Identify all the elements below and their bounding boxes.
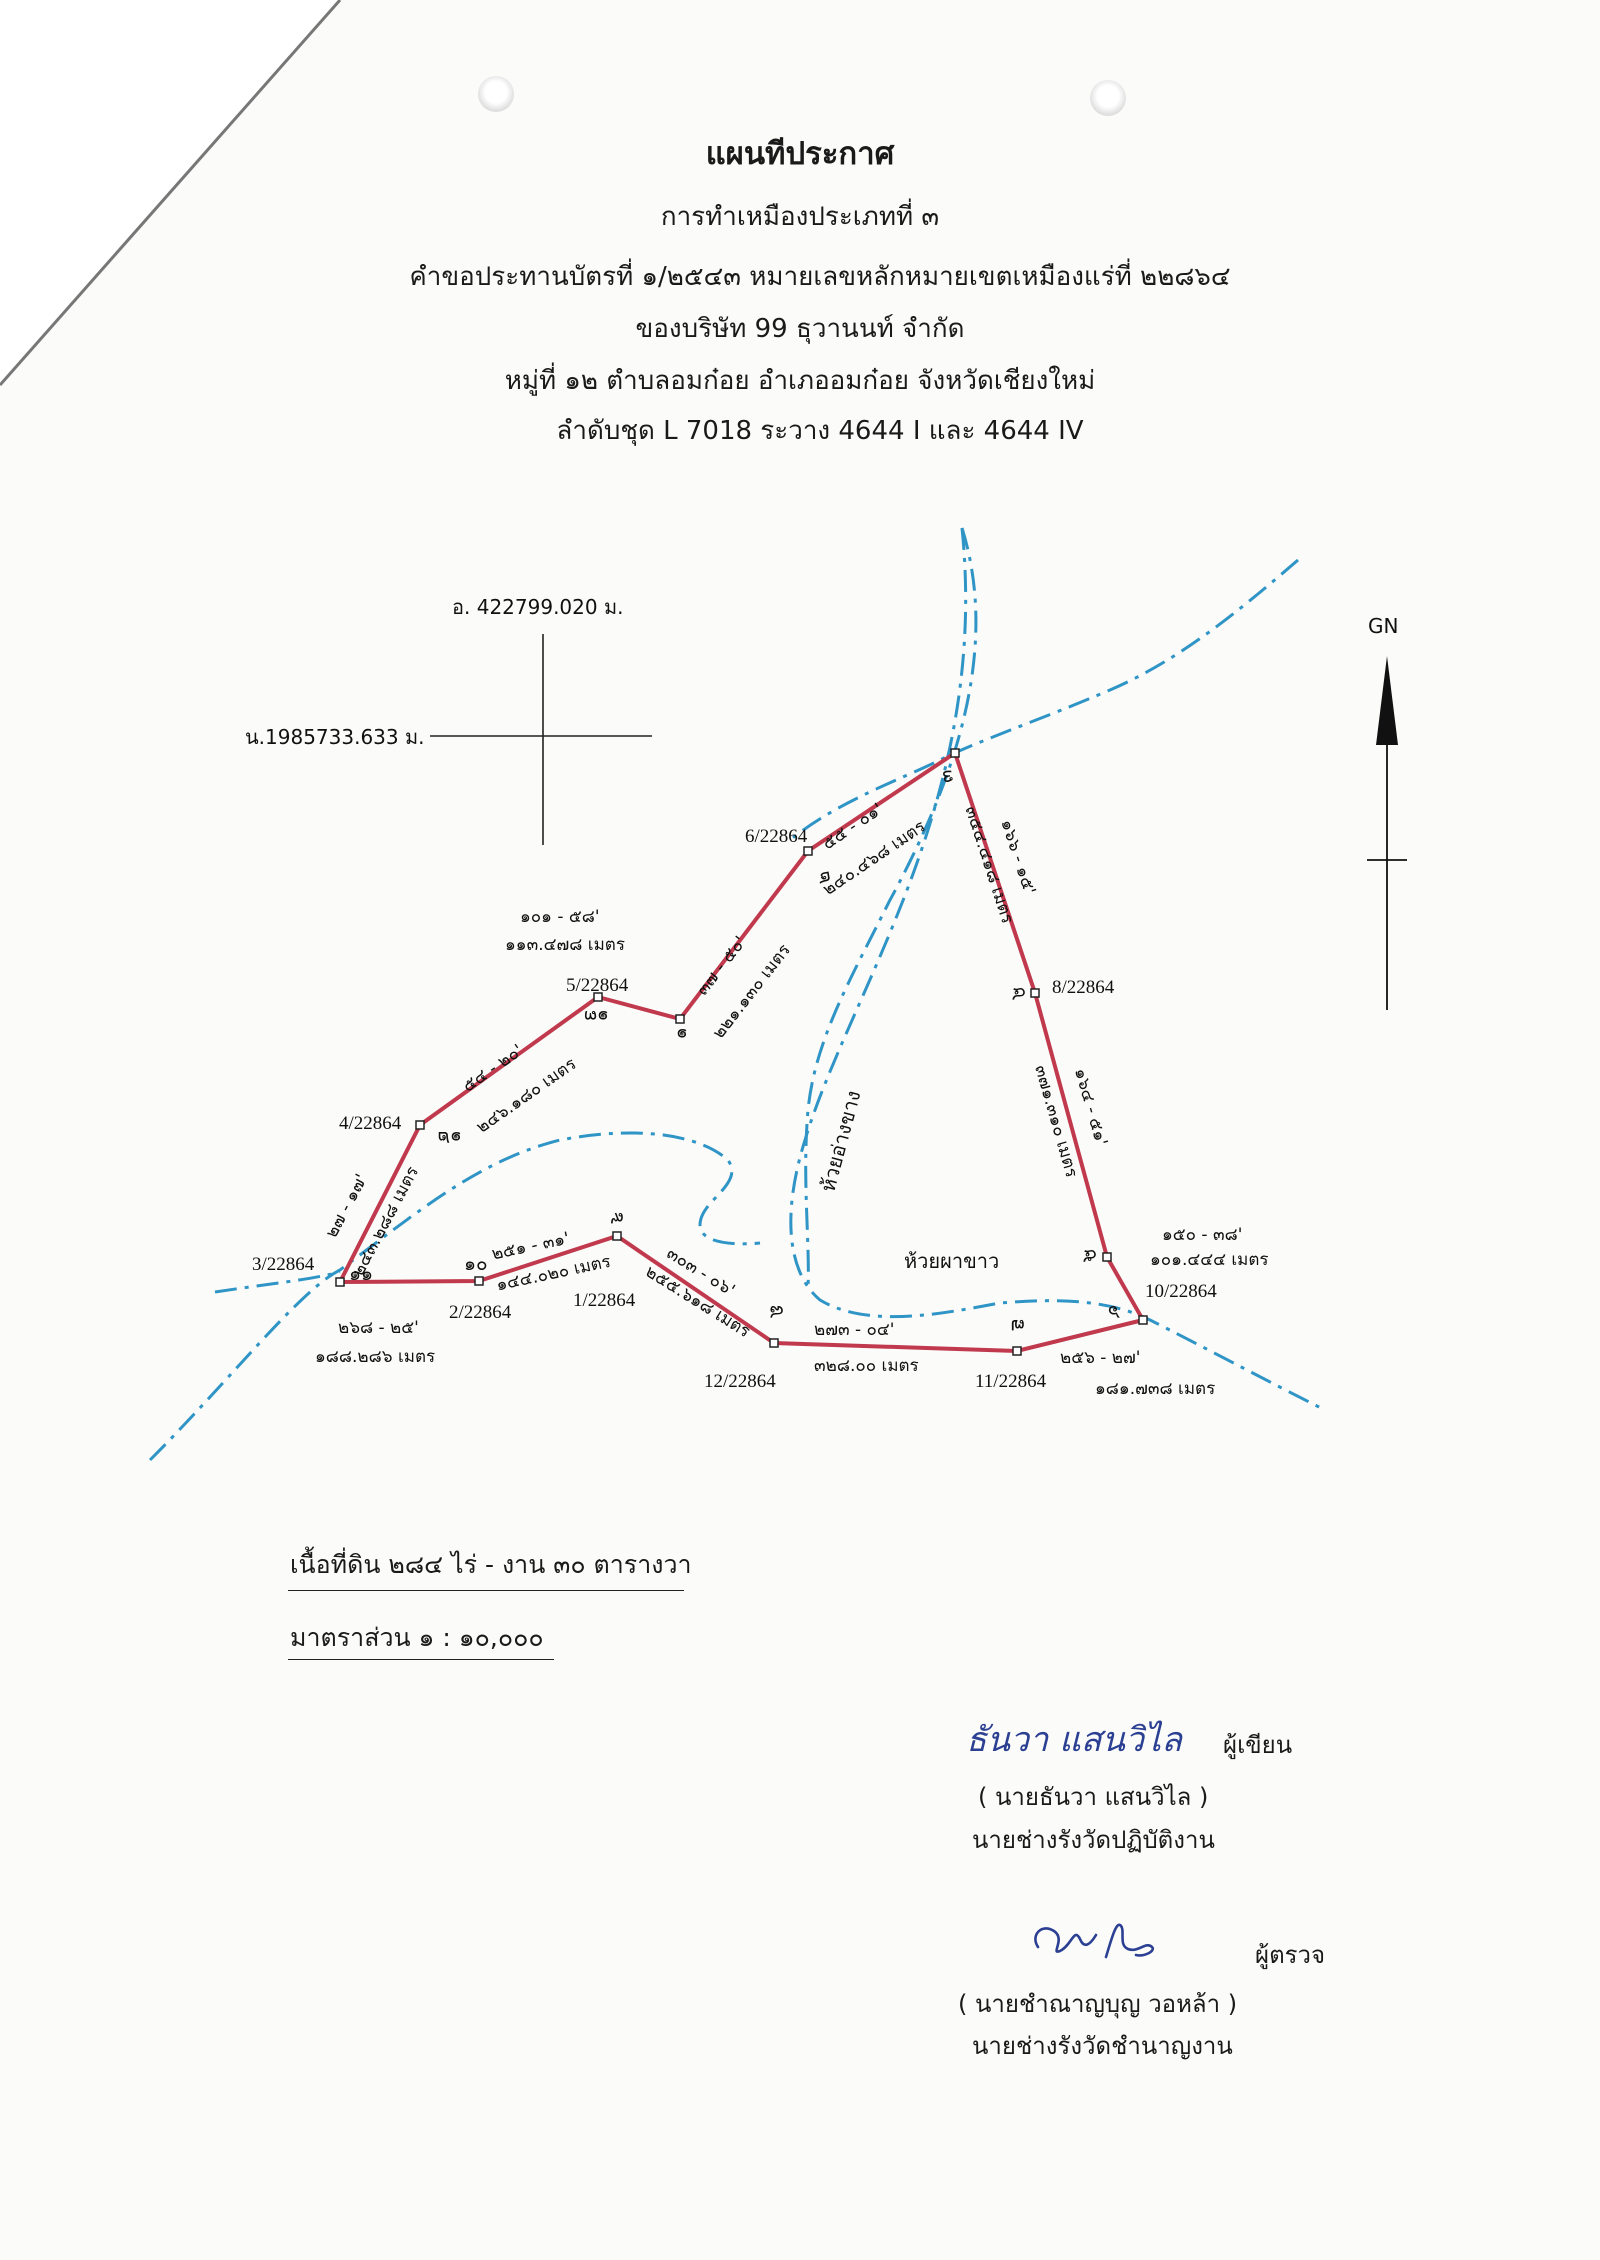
marker-label-8: 12/22864 <box>704 1371 776 1392</box>
segment-10-distance: ๑๘๘.๒๘๖ เมตร <box>315 1347 435 1367</box>
stream-northeast <box>789 558 1299 842</box>
point-1-marker <box>675 1014 685 1024</box>
point-number-10: ๑๐ <box>464 1254 488 1275</box>
segment-4-bearing: ๑๖๔ - ๕๑' <box>1070 1066 1111 1148</box>
concession-request-line: คำขอประทานบัตรที่ ๑/๒๕๔๓ หมายเลขหลักหมาย… <box>409 262 1231 292</box>
point-5-marker <box>1102 1252 1112 1262</box>
point-number-13: ๑๓ <box>584 1006 609 1027</box>
writer-position: นายช่างรังวัดปฏิบัติงาน <box>972 1826 1215 1854</box>
marker-label-2: 6/22864 <box>745 826 808 847</box>
marker-label-4: 8/22864 <box>1052 977 1115 998</box>
scale-underline <box>288 1659 554 1660</box>
point-11-marker <box>335 1277 345 1287</box>
reference-cross <box>430 634 652 845</box>
marker-label-13: 5/22864 <box>566 975 629 996</box>
segment-5-distance: ๑๐๑.๔๔๔ เมตร <box>1150 1250 1269 1270</box>
map-title: แผนทีประกาศ <box>705 136 895 172</box>
point-7-marker <box>1012 1346 1022 1356</box>
point-number-1: ๑ <box>676 1024 688 1045</box>
segment-5-bearing: ๑๕๐ - ๓๘' <box>1162 1225 1242 1245</box>
point-8-marker <box>769 1338 779 1348</box>
marker-label-12: 4/22864 <box>339 1113 402 1134</box>
point-number-9: ๙ <box>610 1208 624 1229</box>
point-4-marker <box>1030 988 1040 998</box>
point-number-4: ๔ <box>1012 983 1026 1004</box>
checker-signature <box>1034 1923 1155 1959</box>
north-label: GN <box>1368 614 1398 638</box>
checker-position: นายช่างรังวัดชำนาญงาน <box>972 2032 1233 2060</box>
mining-type-line: การทำเหมืองประเภทที่ ๓ <box>660 202 940 232</box>
punch-hole-right <box>1090 80 1126 116</box>
marker-label-11: 3/22864 <box>252 1254 315 1275</box>
segment-13-distance: ๑๑๓.๔๗๘ เมตร <box>505 935 625 955</box>
company-line: ของบริษัท 99 ธุวานนท์ จำกัด <box>635 314 965 344</box>
marker-label-7: 11/22864 <box>975 1371 1047 1392</box>
stream-label-huai-ang-khang: ห้วยอ่างขาง <box>815 1088 865 1194</box>
punch-hole-left <box>478 76 514 112</box>
boundary-polygon <box>336 749 1147 1354</box>
corner-points <box>335 748 1148 1356</box>
point-number-3: ๓ <box>935 768 958 784</box>
marker-label-10: 2/22864 <box>449 1302 512 1323</box>
writer-role: ผู้เขียน <box>1223 1731 1293 1759</box>
segment-7-distance: ๓๒๘.๐๐ เมตร <box>814 1356 919 1376</box>
checker-role: ผู้ตรวจ <box>1255 1941 1326 1969</box>
point-number-11: ๑๑ <box>349 1264 373 1285</box>
folded-corner <box>0 0 342 386</box>
point-number-2: ๒ <box>813 869 836 885</box>
point-6-marker <box>1138 1315 1148 1325</box>
segment-9-bearing: ๒๕๑ - ๓๑' <box>490 1229 571 1265</box>
point-number-8: ๘ <box>769 1301 784 1322</box>
svg-text:ธันวา แสนวิไล: ธันวา แสนวิไล <box>966 1720 1184 1760</box>
segment-6-bearing: ๒๕๖ - ๒๗' <box>1060 1348 1140 1368</box>
point-numbers: ๑ ๒ ๓ ๔ ๕ ๖ ๗ ๘ ๙ ๑๐ ๑๑ ๑๒ ๑๓ <box>349 768 1120 1336</box>
map-series-line: ลำดับชุด L 7018 ระวาง 4644 I และ 4644 IV <box>556 416 1084 446</box>
northing-label: น.1985733.633 ม. <box>245 725 425 749</box>
stream-huai-ang-khang <box>804 527 978 1291</box>
writer-signature: ธันวา แสนวิไล <box>966 1720 1184 1760</box>
segment-12-bearing: ๕๔ - ๒๐' <box>459 1041 527 1097</box>
point-9-marker <box>612 1231 622 1241</box>
stream-east-branch <box>789 527 1326 1412</box>
easting-label: อ. 422799.020 ม. <box>452 595 624 619</box>
segment-13-bearing: ๑๐๑ - ๕๘' <box>520 907 600 927</box>
area-underline <box>288 1590 684 1591</box>
point-10-marker <box>474 1276 484 1286</box>
point-2-marker <box>803 846 813 856</box>
point-number-5: ๕ <box>1083 1245 1097 1266</box>
north-arrow <box>1367 656 1407 1010</box>
area-text: เนื้อที่ดิน ๒๘๔ ไร่ - งาน ๓๐ ตารางวา <box>290 1550 692 1579</box>
stream-southwest <box>148 1131 761 1462</box>
point-number-6: ๖ <box>1108 1301 1120 1322</box>
stream-label-huai-pha-khao: ห้วยผาขาว <box>904 1249 999 1273</box>
segment-6-distance: ๑๘๑.๗๓๘ เมตร <box>1095 1379 1215 1399</box>
streams <box>148 527 1326 1462</box>
marker-label-5: 10/22864 <box>1145 1281 1217 1302</box>
point-number-7: ๗ <box>1011 1315 1025 1336</box>
concession-boundary <box>336 749 1147 1354</box>
point-13-marker <box>593 992 603 1002</box>
point-number-12: ๑๒ <box>437 1127 462 1148</box>
scale-text: มาตราส่วน ๑ : ๑๐,๐๐๐ <box>290 1623 544 1652</box>
point-3-marker <box>950 748 960 758</box>
writer-name: ( นายธันวา แสนวิไล ) <box>978 1783 1209 1811</box>
segment-10-bearing: ๒๖๘ - ๒๕' <box>338 1318 419 1338</box>
marker-label-9: 1/22864 <box>573 1290 636 1311</box>
point-12-marker <box>415 1120 425 1130</box>
location-line: หมู่ที่ ๑๒ ตำบลอมก๋อย อำเภออมก๋อย จังหวั… <box>504 366 1096 396</box>
segment-7-bearing: ๒๗๓ - ๐๔' <box>814 1320 894 1340</box>
marker-labels: 6/22864 8/22864 10/22864 11/22864 12/228… <box>252 826 1217 1392</box>
checker-name: ( นายชำณาญบุญ วอหล้า ) <box>958 1990 1238 2018</box>
stream-west <box>214 1270 341 1294</box>
